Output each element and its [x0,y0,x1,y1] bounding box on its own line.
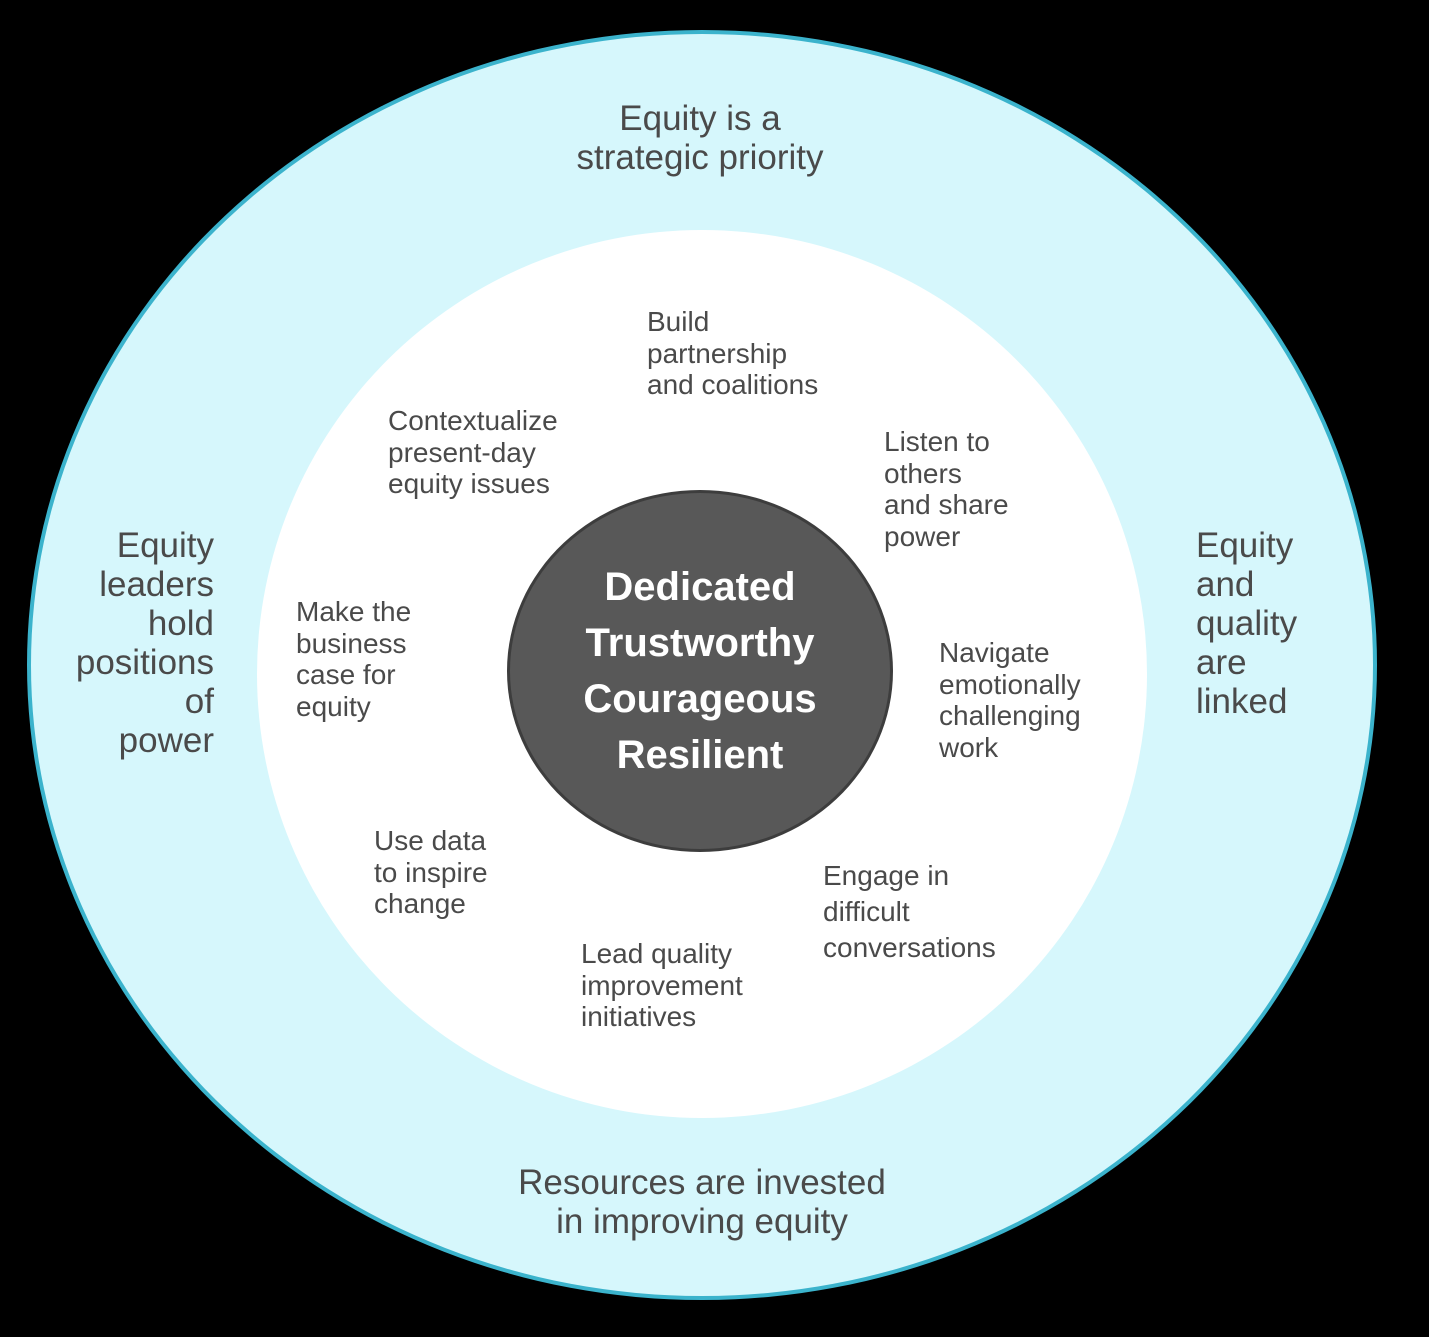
trait-courageous: Courageous [583,677,817,721]
skill-contextualize-equity: Contextualize present-day equity issues [388,405,558,499]
trait-trustworthy: Trustworthy [585,621,815,665]
skill-use-data: Use data to inspire change [374,825,488,919]
outer-label-resources-invested: Resources are invested in improving equi… [518,1163,886,1241]
trait-resilient: Resilient [616,733,784,777]
skill-business-case: Make the business case for equity [296,596,412,722]
outer-label-equity-quality-linked: Equity and quality are linked [1196,526,1298,721]
core-traits-circle: Dedicated Trustworthy Courageous Resilie… [507,490,893,852]
skill-lead-quality-improvement: Lead quality improvement initiatives [581,938,743,1032]
trait-dedicated: Dedicated [604,565,796,609]
skill-difficult-conversations: Engage in difficult conversations [823,860,996,963]
skill-navigate-emotional-work: Navigate emotionally challenging work [939,637,1081,763]
skill-listen-share-power: Listen to others and share power [884,426,1009,552]
outer-label-leaders-power: Equity leaders hold positions of power [75,526,214,760]
outer-label-strategic-priority: Equity is a strategic priority [576,99,824,177]
skill-build-partnership: Build partnership and coalitions [647,306,819,400]
